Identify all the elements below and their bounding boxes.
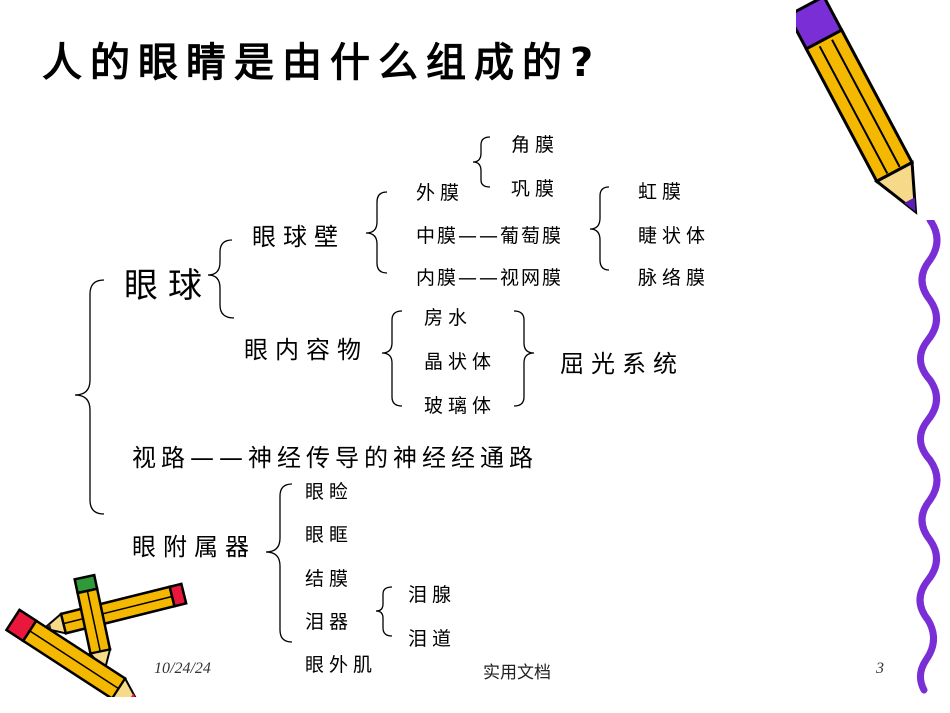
outer-brace (472, 136, 491, 188)
wavy-line-icon (916, 220, 941, 694)
node-outer-membrane: 外膜 (416, 182, 465, 204)
node-middle-membrane: 中膜——葡萄膜 (416, 225, 564, 247)
node-eye-contents: 眼内容物 (244, 336, 368, 364)
footer-date: 10/24/24 (154, 660, 211, 677)
node-vitreous-body: 玻璃体 (424, 395, 497, 417)
node-eyelid: 眼睑 (305, 481, 354, 503)
pencil-icon-top-right (796, 0, 918, 215)
page-number: 3 (876, 660, 884, 677)
page-title: 人的眼睛是由什么组成的? (42, 40, 602, 86)
refractive-brace (513, 310, 535, 407)
pencils-icon-bottom-left (4, 573, 188, 697)
lacrimal-brace (375, 586, 393, 637)
node-eyeball: 眼球 (124, 266, 212, 306)
node-sclera: 巩膜 (511, 178, 560, 200)
uvea-brace (589, 186, 610, 271)
contents-brace (381, 310, 403, 407)
node-extraocular-muscles: 眼外肌 (305, 654, 378, 676)
node-orbit: 眼眶 (305, 524, 354, 546)
node-visual-pathway: 视路——神经传导的神经经通路 (132, 444, 538, 472)
node-lens: 晶状体 (424, 351, 497, 373)
node-eyeball-wall: 眼球壁 (252, 223, 345, 251)
node-lacrimal-apparatus: 泪器 (305, 611, 354, 633)
eyeball-brace (207, 239, 235, 319)
footer-center-text: 实用文档 (483, 663, 551, 683)
node-accessory-organs: 眼附属器 (132, 533, 256, 561)
node-conjunctiva: 结膜 (305, 568, 354, 590)
node-choroid: 脉络膜 (638, 267, 711, 289)
node-lacrimal-gland: 泪腺 (408, 584, 457, 606)
node-cornea: 角膜 (511, 134, 560, 156)
node-inner-membrane: 内膜——视网膜 (416, 267, 564, 289)
node-lacrimal-duct: 泪道 (408, 628, 457, 650)
node-iris: 虹膜 (638, 181, 687, 203)
node-ciliary-body: 睫状体 (638, 225, 711, 247)
root-brace (74, 279, 105, 515)
node-aqueous-humor: 房水 (424, 307, 473, 329)
accessory-brace (265, 483, 293, 643)
node-refractive-system: 屈光系统 (560, 350, 684, 378)
wall-brace (365, 191, 388, 274)
